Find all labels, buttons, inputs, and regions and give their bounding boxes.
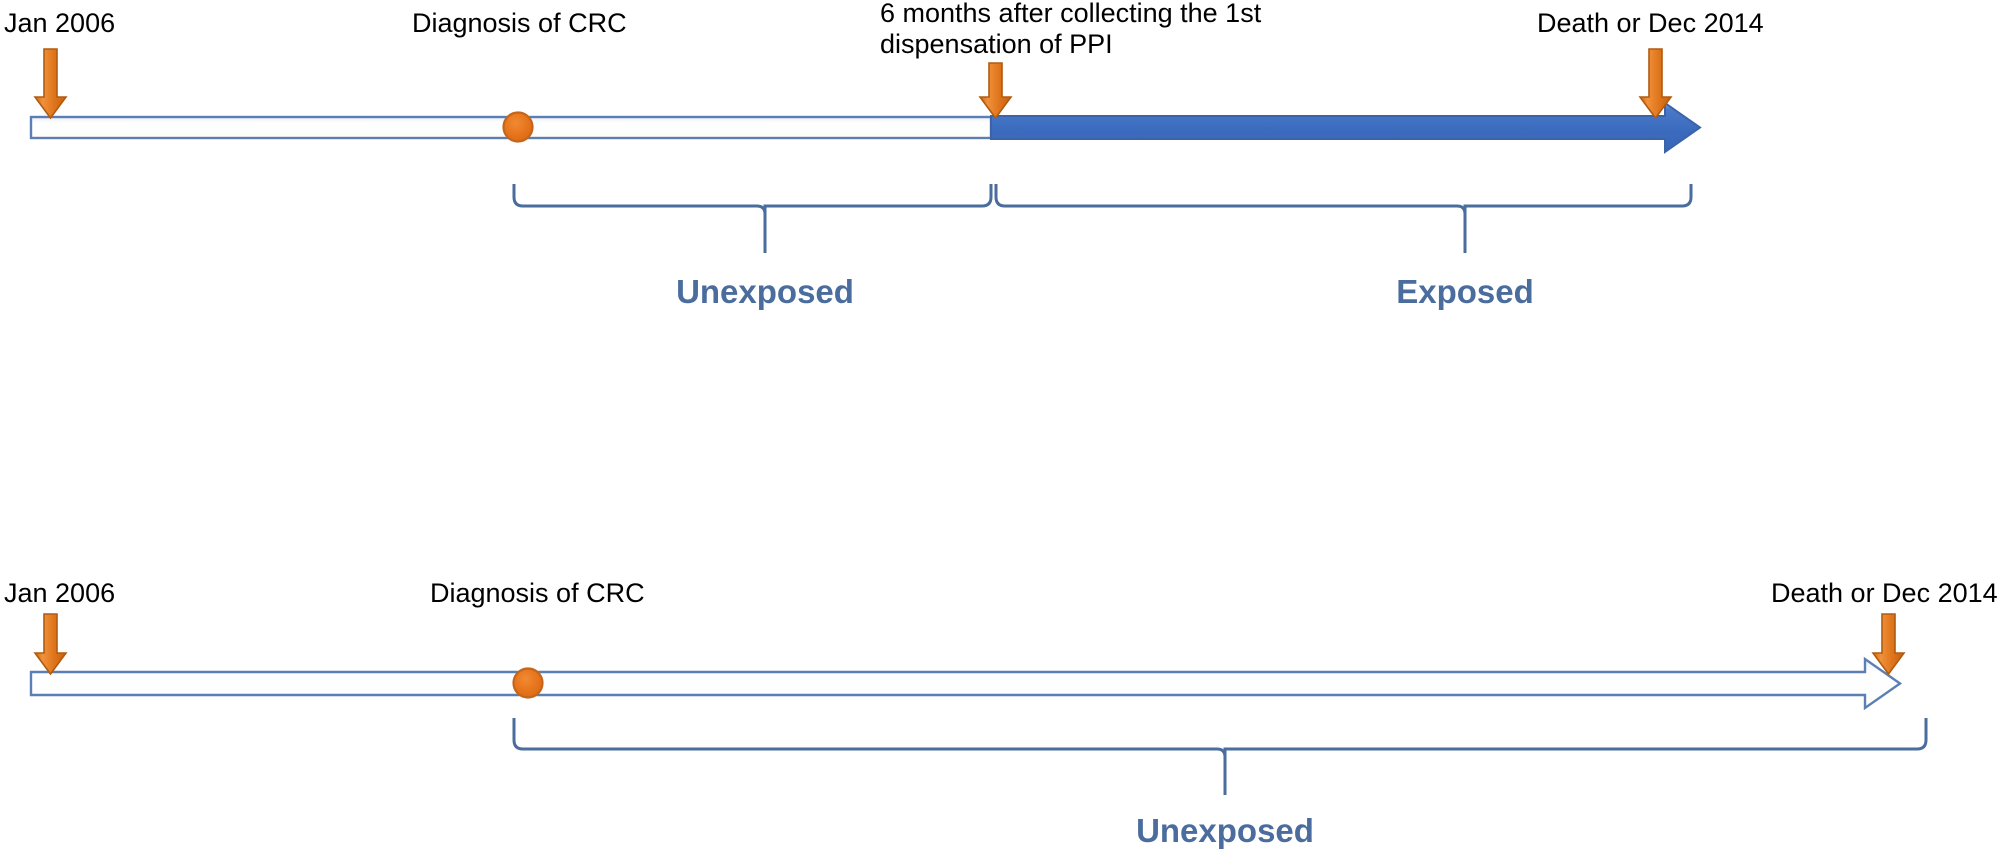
bottom-start-arrow-icon xyxy=(33,613,68,676)
top-exposure-start-arrow-icon xyxy=(978,62,1013,120)
top-exposure-start-label-line1: 6 months after collecting the 1st xyxy=(880,0,1262,28)
bottom-period-label-unexposed: Unexposed xyxy=(1136,812,1314,849)
top-end-arrow-icon xyxy=(1638,48,1673,120)
top-bar-exposed-segment xyxy=(990,101,1702,154)
top-start-label: Jan 2006 xyxy=(4,8,116,38)
bottom-event-label: Diagnosis of CRC xyxy=(430,578,645,608)
bottom-event-marker-dot xyxy=(512,667,544,699)
top-event-marker-dot xyxy=(502,111,534,143)
top-exposure-start-label-line2: dispensation of PPI xyxy=(880,29,1113,59)
bottom-unexposed-bracket xyxy=(512,718,1928,758)
top-end-label: Death or Dec 2014 xyxy=(1537,8,1764,38)
bottom-end-arrow-icon xyxy=(1871,613,1906,676)
top-period-label-exposed: Exposed xyxy=(1396,273,1534,310)
top-period-label-unexposed: Unexposed xyxy=(676,273,854,310)
bottom-start-label: Jan 2006 xyxy=(4,578,116,608)
top-start-arrow-icon xyxy=(33,48,68,120)
bottom-end-label: Death or Dec 2014 xyxy=(1771,578,1998,608)
top-event-label: Diagnosis of CRC xyxy=(412,8,627,38)
bottom-bar-unexposed-segment xyxy=(29,656,1903,711)
